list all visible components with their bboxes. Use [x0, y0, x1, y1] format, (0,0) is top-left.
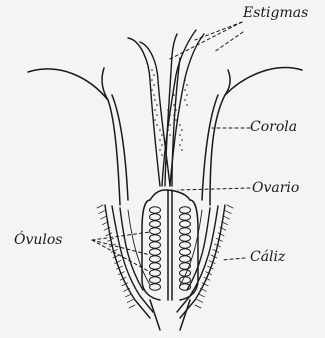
stigma-texture-dot: [186, 104, 188, 106]
stigma-texture-dot: [161, 144, 163, 146]
stigma-texture-dot: [179, 144, 181, 146]
stigma-texture-dot: [167, 109, 169, 111]
label-ovario: Ovario: [252, 181, 299, 195]
stigma-texture-dot: [181, 139, 183, 141]
stigma-texture-dot: [153, 84, 155, 86]
stigma-texture-dot: [179, 134, 181, 136]
stigma-texture-dot: [159, 139, 161, 141]
stigma-texture-dot: [186, 94, 188, 96]
calyx-hair: [218, 233, 224, 236]
ovule: [180, 221, 191, 227]
stigma-texture-dot: [167, 119, 169, 121]
calyx-hair: [101, 216, 107, 219]
ovule: [180, 242, 191, 248]
ovule: [180, 228, 191, 234]
stigma-texture-dot: [156, 114, 158, 116]
ovule: [150, 242, 161, 248]
ovule: [180, 235, 191, 241]
stigma-texture-dot: [173, 94, 175, 96]
calyx-hair: [127, 299, 133, 302]
stigma-texture-dot: [156, 124, 158, 126]
label-ovulos: Óvulos: [14, 233, 63, 247]
ovule: [150, 284, 161, 290]
stigma-texture-dot: [179, 124, 181, 126]
calyx-hair: [195, 305, 201, 308]
calyx-hair: [227, 205, 233, 208]
stigma-texture-dot: [159, 129, 161, 131]
calyx-hair: [223, 216, 229, 219]
stigma-texture-dot: [153, 94, 155, 96]
stigma-texture-dot: [151, 69, 153, 71]
stigma-texture-dot: [153, 74, 155, 76]
stigma-texture-dot: [186, 84, 188, 86]
stigma-texture-dot: [161, 134, 163, 136]
stigma-texture-dot: [175, 109, 177, 111]
ovule: [150, 214, 161, 220]
stigma-texture-dot: [154, 109, 156, 111]
ovule: [180, 214, 191, 220]
ovule: [150, 263, 161, 269]
ovule: [180, 249, 191, 255]
styles: [128, 30, 204, 186]
ovule: [180, 207, 191, 213]
stigma-texture-dot: [173, 114, 175, 116]
ovule: [150, 228, 161, 234]
ovule: [150, 207, 161, 213]
calyx-hair: [99, 211, 105, 214]
calyx: [105, 205, 225, 318]
stigma-texture-dot: [151, 89, 153, 91]
calyx-hair: [97, 205, 103, 208]
stigma-texture-dot: [173, 104, 175, 106]
ovule: [150, 249, 161, 255]
stigma-texture-dot: [181, 149, 183, 151]
label-caliz: Cáliz: [250, 250, 285, 264]
calyx-hair: [199, 294, 205, 297]
stigma-texture-dot: [154, 119, 156, 121]
stigma-texture-dot: [184, 89, 186, 91]
stigma-texture-dot: [161, 154, 163, 156]
stigma-texture-dot: [184, 99, 186, 101]
stigma-texture-dot: [159, 149, 161, 151]
ovule: [180, 256, 191, 262]
stigma-texture-dot: [169, 124, 171, 126]
stigma-texture-dot: [181, 129, 183, 131]
ovule: [150, 270, 161, 276]
stigma-texture-dot: [167, 129, 169, 131]
calyx-hair: [225, 211, 231, 214]
stigma-texture-dot: [156, 104, 158, 106]
ovule: [150, 221, 161, 227]
stigma-texture-dot: [184, 79, 186, 81]
ovule: [180, 277, 191, 283]
label-corola: Corola: [250, 120, 297, 134]
stigma-texture-dot: [175, 99, 177, 101]
stigma-texture-dot: [169, 134, 171, 136]
calyx-hair: [197, 299, 203, 302]
stigma-texture-dot: [169, 114, 171, 116]
label-estigmas: Estigmas: [243, 6, 308, 20]
ovule: [150, 277, 161, 283]
ovule: [150, 256, 161, 262]
calyx-hairs: [97, 205, 233, 308]
calyx-hair: [125, 294, 131, 297]
ovule: [150, 235, 161, 241]
calyx-hair: [129, 305, 135, 308]
stigma-texture-dot: [175, 119, 177, 121]
stigma-texture-dot: [154, 99, 156, 101]
stigma-texture-dot: [151, 79, 153, 81]
